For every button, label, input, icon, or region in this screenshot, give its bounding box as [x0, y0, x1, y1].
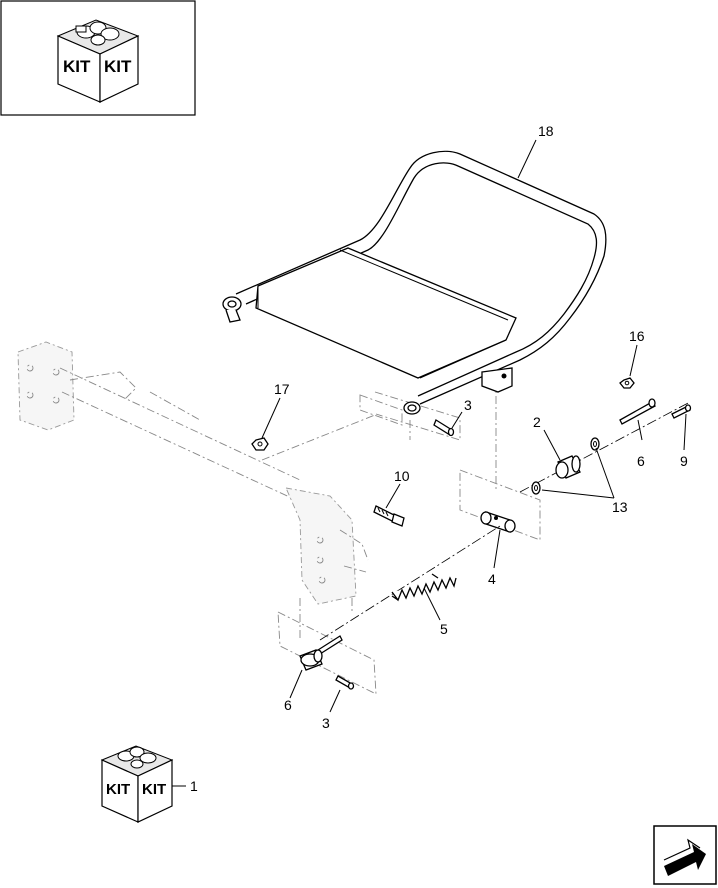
part-18-seat-frame	[222, 150, 607, 415]
callout-6-right: 6	[637, 453, 645, 469]
kit-item-1-box-icon: KIT KIT	[100, 745, 174, 823]
part-6-pin-lower	[299, 635, 343, 671]
part-6-pin-right	[619, 398, 656, 425]
kit-item-1-label-left: KIT	[106, 781, 130, 798]
callout-18: 18	[538, 123, 554, 139]
callout-2: 2	[533, 414, 541, 430]
callout-17: 17	[274, 381, 290, 397]
callout-13: 13	[612, 499, 628, 515]
kit-item-1-label-right: KIT	[142, 781, 166, 798]
part-2-spacer	[555, 455, 581, 479]
part-9-bolt	[671, 404, 692, 419]
callout-9: 9	[680, 453, 688, 469]
right-hardware-group	[519, 377, 692, 495]
callout-16: 16	[629, 328, 645, 344]
part-13-washer-upper	[590, 437, 600, 451]
callout-10: 10	[394, 468, 410, 484]
callout-1: 1	[190, 778, 198, 794]
kit-label-left: KIT	[63, 57, 91, 76]
part-13-washer-lower	[531, 481, 541, 495]
kit-inset-panel: KIT KIT	[0, 0, 196, 116]
part-3-roll-pin-upper	[433, 419, 455, 437]
leader-lines	[172, 139, 687, 787]
ghost-axle-assembly	[17, 341, 541, 695]
part-17-nut	[251, 437, 269, 451]
next-page-arrow-icon[interactable]	[653, 825, 717, 885]
part-16-nut	[619, 377, 635, 389]
part-10-bolt	[373, 505, 405, 527]
callout-labels: 18 17 3 10 2 16 6 9 13 4 5 6 3 1	[190, 123, 688, 794]
callout-3-upper: 3	[464, 397, 472, 413]
callout-4: 4	[488, 571, 496, 587]
kit-label-right: KIT	[104, 57, 132, 76]
callout-3-lower: 3	[322, 715, 330, 731]
parts-kit-box-icon: KIT KIT	[56, 19, 140, 103]
part-4-bushing	[480, 511, 516, 533]
part-3-roll-pin-lower	[335, 675, 355, 690]
callout-5: 5	[440, 621, 448, 637]
callout-6-lower: 6	[284, 697, 292, 713]
